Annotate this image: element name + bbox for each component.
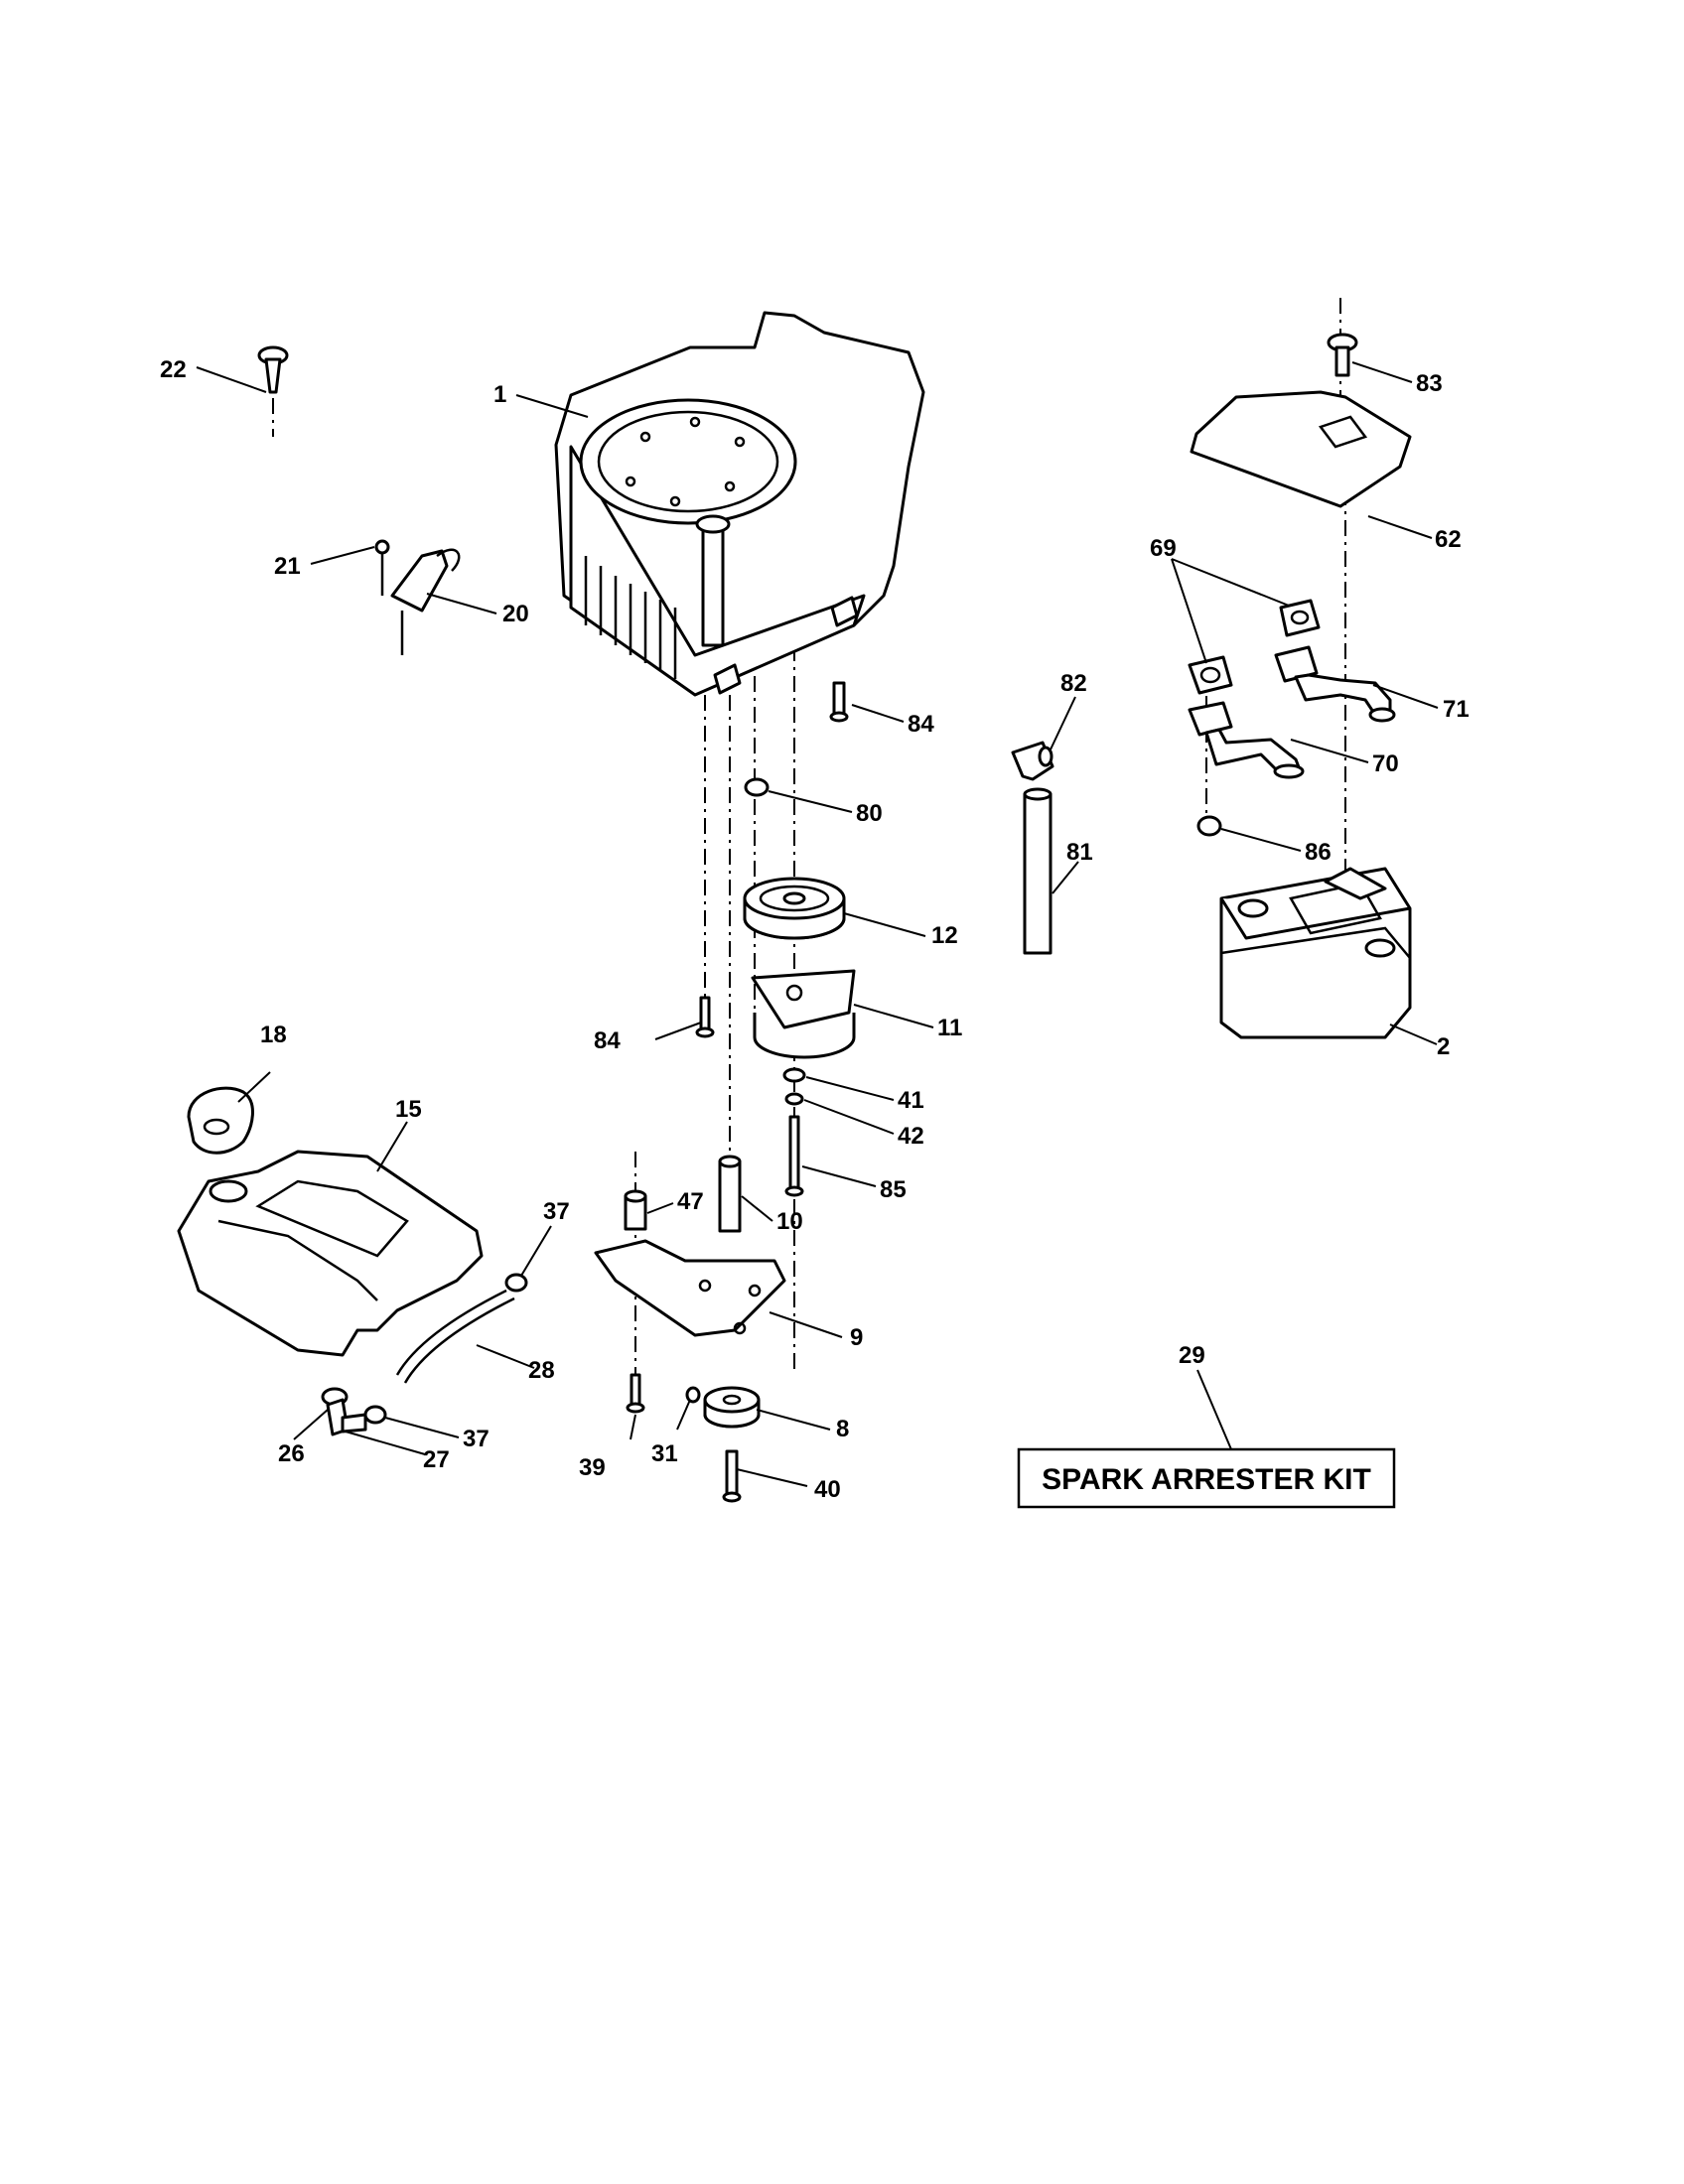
part-40-bolt xyxy=(722,1449,742,1503)
part-62-heat-shield xyxy=(1190,390,1412,508)
part-82-elbow xyxy=(1011,741,1054,781)
part-20-switch xyxy=(390,548,461,655)
part-42-washer xyxy=(784,1092,804,1106)
part-2-muffler xyxy=(1219,867,1412,1039)
part-41-washer xyxy=(782,1067,806,1083)
callout-82: 82 xyxy=(1060,670,1087,697)
callout-22: 22 xyxy=(160,356,187,383)
callout-11: 11 xyxy=(937,1015,962,1041)
callout-70: 70 xyxy=(1372,751,1399,777)
callout-86: 86 xyxy=(1305,839,1332,866)
part-83-bolt xyxy=(1327,333,1358,377)
callout-18: 18 xyxy=(260,1022,287,1048)
part-86-nut xyxy=(1196,815,1222,837)
callout-84-lower: 84 xyxy=(594,1027,621,1054)
callout-10: 10 xyxy=(776,1208,803,1235)
callout-8: 8 xyxy=(836,1416,849,1442)
spark-arrester-kit-box: SPARK ARRESTER KIT xyxy=(1017,1447,1396,1509)
part-31-nut xyxy=(685,1386,701,1404)
callout-47: 47 xyxy=(677,1188,704,1215)
part-37-clamp-upper xyxy=(504,1273,528,1293)
part-10-shaft xyxy=(718,1155,742,1233)
part-84-bolt-lower xyxy=(695,996,715,1038)
part-12-pulley xyxy=(743,877,846,940)
part-28-fuel-line xyxy=(395,1289,515,1384)
part-18-fuel-cap xyxy=(187,1086,254,1155)
callout-15: 15 xyxy=(395,1096,422,1123)
callout-85: 85 xyxy=(880,1176,907,1203)
spark-arrester-kit-label: SPARK ARRESTER KIT xyxy=(1042,1463,1371,1496)
callout-37-upper: 37 xyxy=(543,1198,570,1225)
part-37-clamp-lower xyxy=(363,1405,387,1425)
part-21-screw xyxy=(374,539,390,596)
part-9-bracket xyxy=(594,1239,786,1337)
callout-42: 42 xyxy=(898,1123,924,1150)
callout-26: 26 xyxy=(278,1440,305,1467)
cooling-fins xyxy=(584,556,677,679)
callout-40: 40 xyxy=(814,1476,841,1503)
part-70-exhaust-pipe xyxy=(1188,701,1305,779)
part-69-gaskets xyxy=(1188,599,1321,695)
callout-labels: 1 2 8 9 10 11 12 15 18 20 21 22 26 27 28… xyxy=(160,356,1470,1503)
part-85-bolt xyxy=(784,1115,804,1197)
part-27-shutoff-valve xyxy=(326,1398,367,1436)
callout-29: 29 xyxy=(1179,1342,1205,1369)
callout-28: 28 xyxy=(528,1357,555,1384)
callout-12: 12 xyxy=(931,922,958,949)
callout-20: 20 xyxy=(502,601,529,627)
callout-84-upper: 84 xyxy=(908,711,934,738)
part-81-tube xyxy=(1023,787,1052,955)
part-39-bolt xyxy=(626,1373,645,1414)
callout-62: 62 xyxy=(1435,526,1462,553)
engine xyxy=(554,311,925,697)
part-22-bolt xyxy=(257,345,289,394)
part-47-spacer xyxy=(624,1189,647,1231)
callout-2: 2 xyxy=(1437,1033,1450,1060)
callout-81: 81 xyxy=(1066,839,1093,866)
part-15-fuel-tank xyxy=(177,1150,484,1357)
callout-21: 21 xyxy=(274,553,301,580)
callout-80: 80 xyxy=(856,800,883,827)
part-11-clutch xyxy=(751,969,856,1059)
part-71-exhaust-pipe xyxy=(1274,645,1396,723)
part-84-bolt-upper xyxy=(829,681,849,723)
callout-39: 39 xyxy=(579,1454,606,1481)
callout-41: 41 xyxy=(898,1087,924,1114)
callout-1: 1 xyxy=(493,381,506,408)
callout-83: 83 xyxy=(1416,370,1443,397)
callout-37-lower: 37 xyxy=(463,1426,490,1452)
part-8-idler-pulley xyxy=(703,1386,761,1429)
callout-71: 71 xyxy=(1443,696,1470,723)
part-80-nut xyxy=(744,777,770,797)
callout-69: 69 xyxy=(1150,535,1177,562)
callout-9: 9 xyxy=(850,1324,863,1351)
callout-27: 27 xyxy=(423,1446,450,1473)
leader-lines xyxy=(196,361,1439,1487)
callout-31: 31 xyxy=(651,1440,678,1467)
